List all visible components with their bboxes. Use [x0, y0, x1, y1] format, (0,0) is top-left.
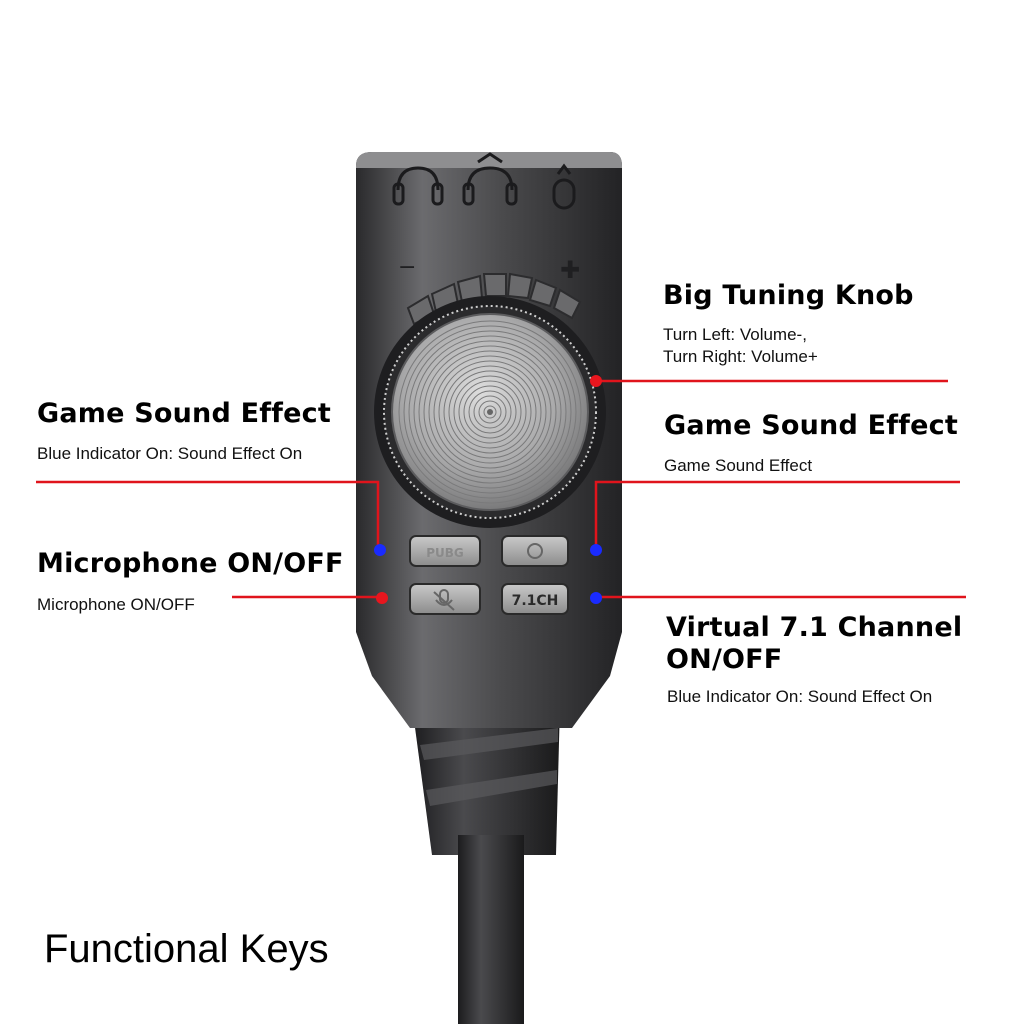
knob-ring [408, 330, 572, 494]
knob-ring [473, 395, 507, 429]
volume-plus-icon: ✚ [560, 256, 580, 284]
mic-mute-button[interactable] [409, 583, 481, 615]
virtual-title-line-1: Virtual 7.1 Channel [666, 612, 963, 643]
knob-ring [428, 350, 552, 474]
volume-minus-icon: − [398, 255, 416, 280]
knob-ring [468, 390, 512, 434]
virtual-title-line-2: ON/OFF [666, 644, 783, 675]
knob-ring [453, 375, 527, 449]
knob-ring [438, 360, 542, 464]
game-right-title: Game Sound Effect [664, 410, 958, 441]
pubg-button[interactable] [409, 535, 481, 567]
knob-ring [423, 345, 557, 479]
game-effect-icon [527, 543, 543, 559]
virtual-blue-indicator [590, 592, 602, 604]
knob-ring [483, 405, 497, 419]
pubg-button-label: PUBG [426, 546, 464, 560]
headset-icon [462, 152, 518, 206]
mic-red-indicator [376, 592, 388, 604]
knob-ring [403, 325, 577, 499]
game-effect-button[interactable] [501, 535, 569, 567]
leader-lines [36, 379, 966, 599]
knob-ring [413, 335, 567, 489]
knob-ring [448, 370, 532, 454]
tuning-knob[interactable] [374, 296, 606, 528]
game-left-desc: Blue Indicator On: Sound Effect On [37, 444, 303, 463]
knob-ring [458, 380, 522, 444]
knob-ring [478, 400, 502, 424]
knob-line-1: Turn Left: Volume-, [663, 325, 807, 344]
mic-title: Microphone ON/OFF [37, 548, 344, 579]
game-right-leader-line [594, 480, 960, 550]
knob-ring [443, 365, 537, 459]
game-left-blue-indicator [374, 544, 386, 556]
knob-pointer-dot [590, 375, 602, 387]
mic-desc: Microphone ON/OFF [37, 595, 195, 614]
knob-title: Big Tuning Knob [663, 280, 914, 311]
usb-cable [412, 705, 560, 1024]
footer-title: Functional Keys [44, 927, 329, 971]
game-right-blue-indicator [590, 544, 602, 556]
headphone-icon [392, 166, 444, 206]
virtual-71-button[interactable] [501, 583, 569, 615]
knob-ring [398, 320, 582, 504]
game-right-desc: Game Sound Effect [664, 456, 813, 475]
mic-mute-icon [433, 589, 455, 611]
game-left-title: Game Sound Effect [37, 398, 331, 429]
knob-line-2: Turn Right: Volume+ [663, 347, 818, 366]
knob-ring [463, 385, 517, 439]
game-left-leader-line [36, 480, 380, 550]
knob-ring [433, 355, 547, 469]
microphone-port-icon [552, 163, 576, 210]
channel-button-label: 7.1CH [512, 593, 559, 609]
virtual-desc: Blue Indicator On: Sound Effect On [667, 687, 933, 706]
knob-ring [418, 340, 562, 484]
